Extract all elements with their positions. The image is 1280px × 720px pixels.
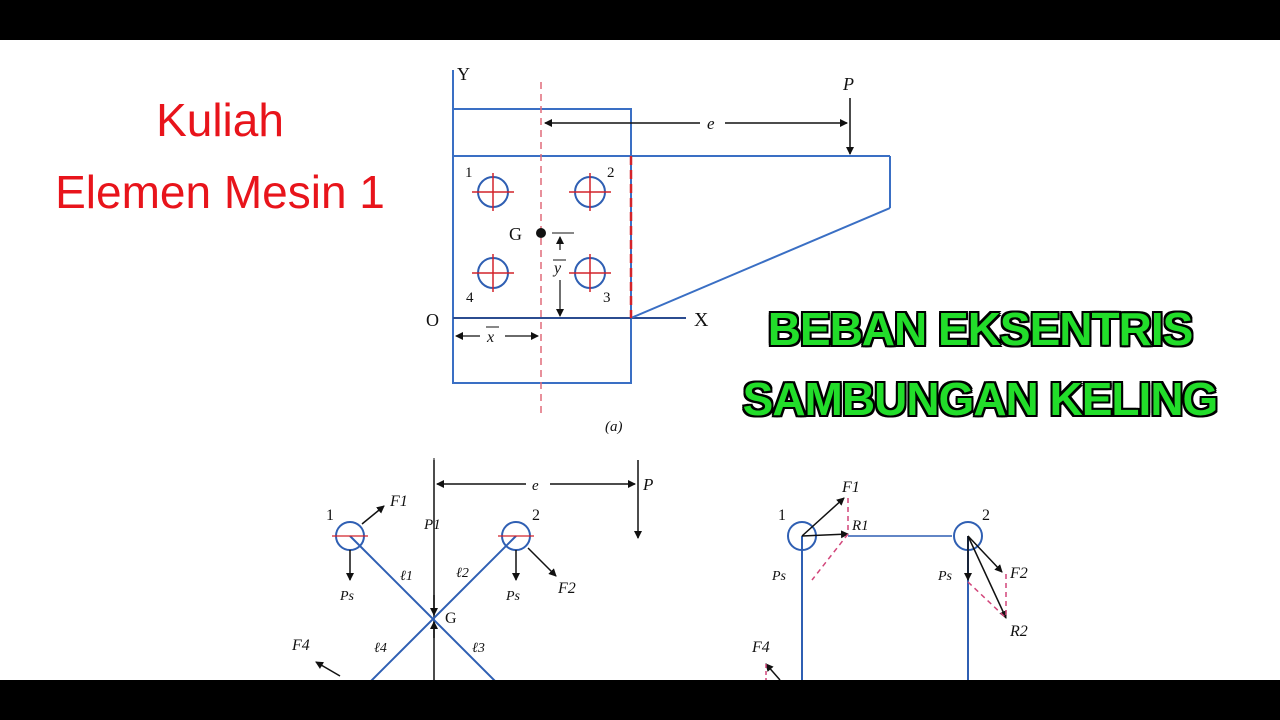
line-l1-l3: [349, 535, 496, 680]
topic-banner-line-2: SAMBUNGAN KELING: [742, 373, 1219, 425]
f2-arrow: [527, 547, 557, 577]
rivet-3: [569, 254, 611, 292]
label-g-b: G: [445, 610, 457, 627]
slide: Kuliah Elemen Mesin 1: [0, 40, 1280, 680]
label-e: e: [707, 114, 715, 133]
label-l3: ℓ3: [472, 641, 485, 656]
figure-a: Y X O P e G y x 1 2 3 4 (a): [426, 64, 891, 435]
label-f2-c: F2: [1009, 565, 1028, 582]
label-f1-c: F1: [841, 479, 860, 496]
label-rivet-2: 2: [607, 165, 615, 181]
label-b-rivet-2: 2: [532, 507, 540, 524]
label-ps-c-2: Ps: [937, 569, 953, 584]
label-f2: F2: [557, 580, 576, 597]
figure-b: 1 2 F1 F2 F4 P e P1 Ps Ps ℓ1 ℓ2 ℓ3 ℓ4 G: [291, 458, 653, 680]
figure-c: 1 2 F1 F2 F4 R1 R2 Ps Ps: [751, 479, 1028, 680]
label-f4: F4: [291, 637, 310, 654]
letterbox-bottom: [0, 680, 1280, 720]
r1-arrow: [801, 530, 849, 539]
label-centroid: G: [509, 224, 522, 244]
rivet-1: [472, 173, 514, 211]
label-f4-c: F4: [751, 639, 770, 656]
r2-dashed: [967, 581, 1007, 619]
plate-outline: [452, 108, 632, 384]
label-l4: ℓ4: [374, 641, 387, 656]
topic-banner-line-1: BEBAN EKSENTRIS: [767, 303, 1194, 355]
line-l2-l4: [370, 535, 517, 680]
label-rivet-3: 3: [603, 290, 611, 306]
label-f1: F1: [389, 493, 408, 510]
f1-arrow-c: [801, 497, 845, 537]
label-e-b: e: [532, 478, 539, 494]
figure-a-caption: (a): [605, 419, 623, 435]
label-c-rivet-1: 1: [778, 507, 786, 524]
label-rivet-4: 4: [466, 290, 474, 306]
label-r1: R1: [851, 518, 869, 534]
centroid-dot: [536, 228, 546, 238]
f4-arrow: [315, 661, 341, 677]
letterbox-top: [0, 0, 1280, 40]
label-ps-1: Ps: [339, 589, 355, 604]
label-b-rivet-1: 1: [326, 507, 334, 524]
riveted-joint-diagram: Y X O P e G y x 1 2 3 4 (a): [291, 64, 1028, 680]
label-p-b: P: [642, 475, 653, 494]
ps-dashed-1: [811, 533, 849, 581]
label-origin: O: [426, 310, 439, 330]
label-ps-2: Ps: [505, 589, 521, 604]
label-xbar: x: [486, 329, 494, 346]
f2-arrow-c: [967, 535, 1003, 573]
rivet-4: [472, 254, 514, 292]
label-p1: P1: [423, 517, 441, 533]
course-title-line-2: Elemen Mesin 1: [55, 166, 385, 218]
label-load: P: [842, 74, 854, 94]
label-x-axis: X: [694, 309, 709, 331]
label-l1: ℓ1: [400, 569, 413, 584]
label-rivet-1: 1: [465, 165, 473, 181]
rivet-2: [569, 173, 611, 211]
label-c-rivet-2: 2: [982, 507, 990, 524]
f4-arrow-c: [765, 663, 781, 680]
label-y-axis: Y: [457, 64, 470, 84]
r2-arrow: [967, 535, 1007, 619]
label-l2: ℓ2: [456, 566, 469, 581]
f1-arrow: [361, 505, 385, 525]
course-title-line-1: Kuliah: [156, 94, 284, 146]
flange-taper: [630, 207, 891, 319]
label-ybar: y: [552, 260, 562, 277]
label-r2: R2: [1009, 623, 1028, 640]
label-ps-c-1: Ps: [771, 569, 787, 584]
